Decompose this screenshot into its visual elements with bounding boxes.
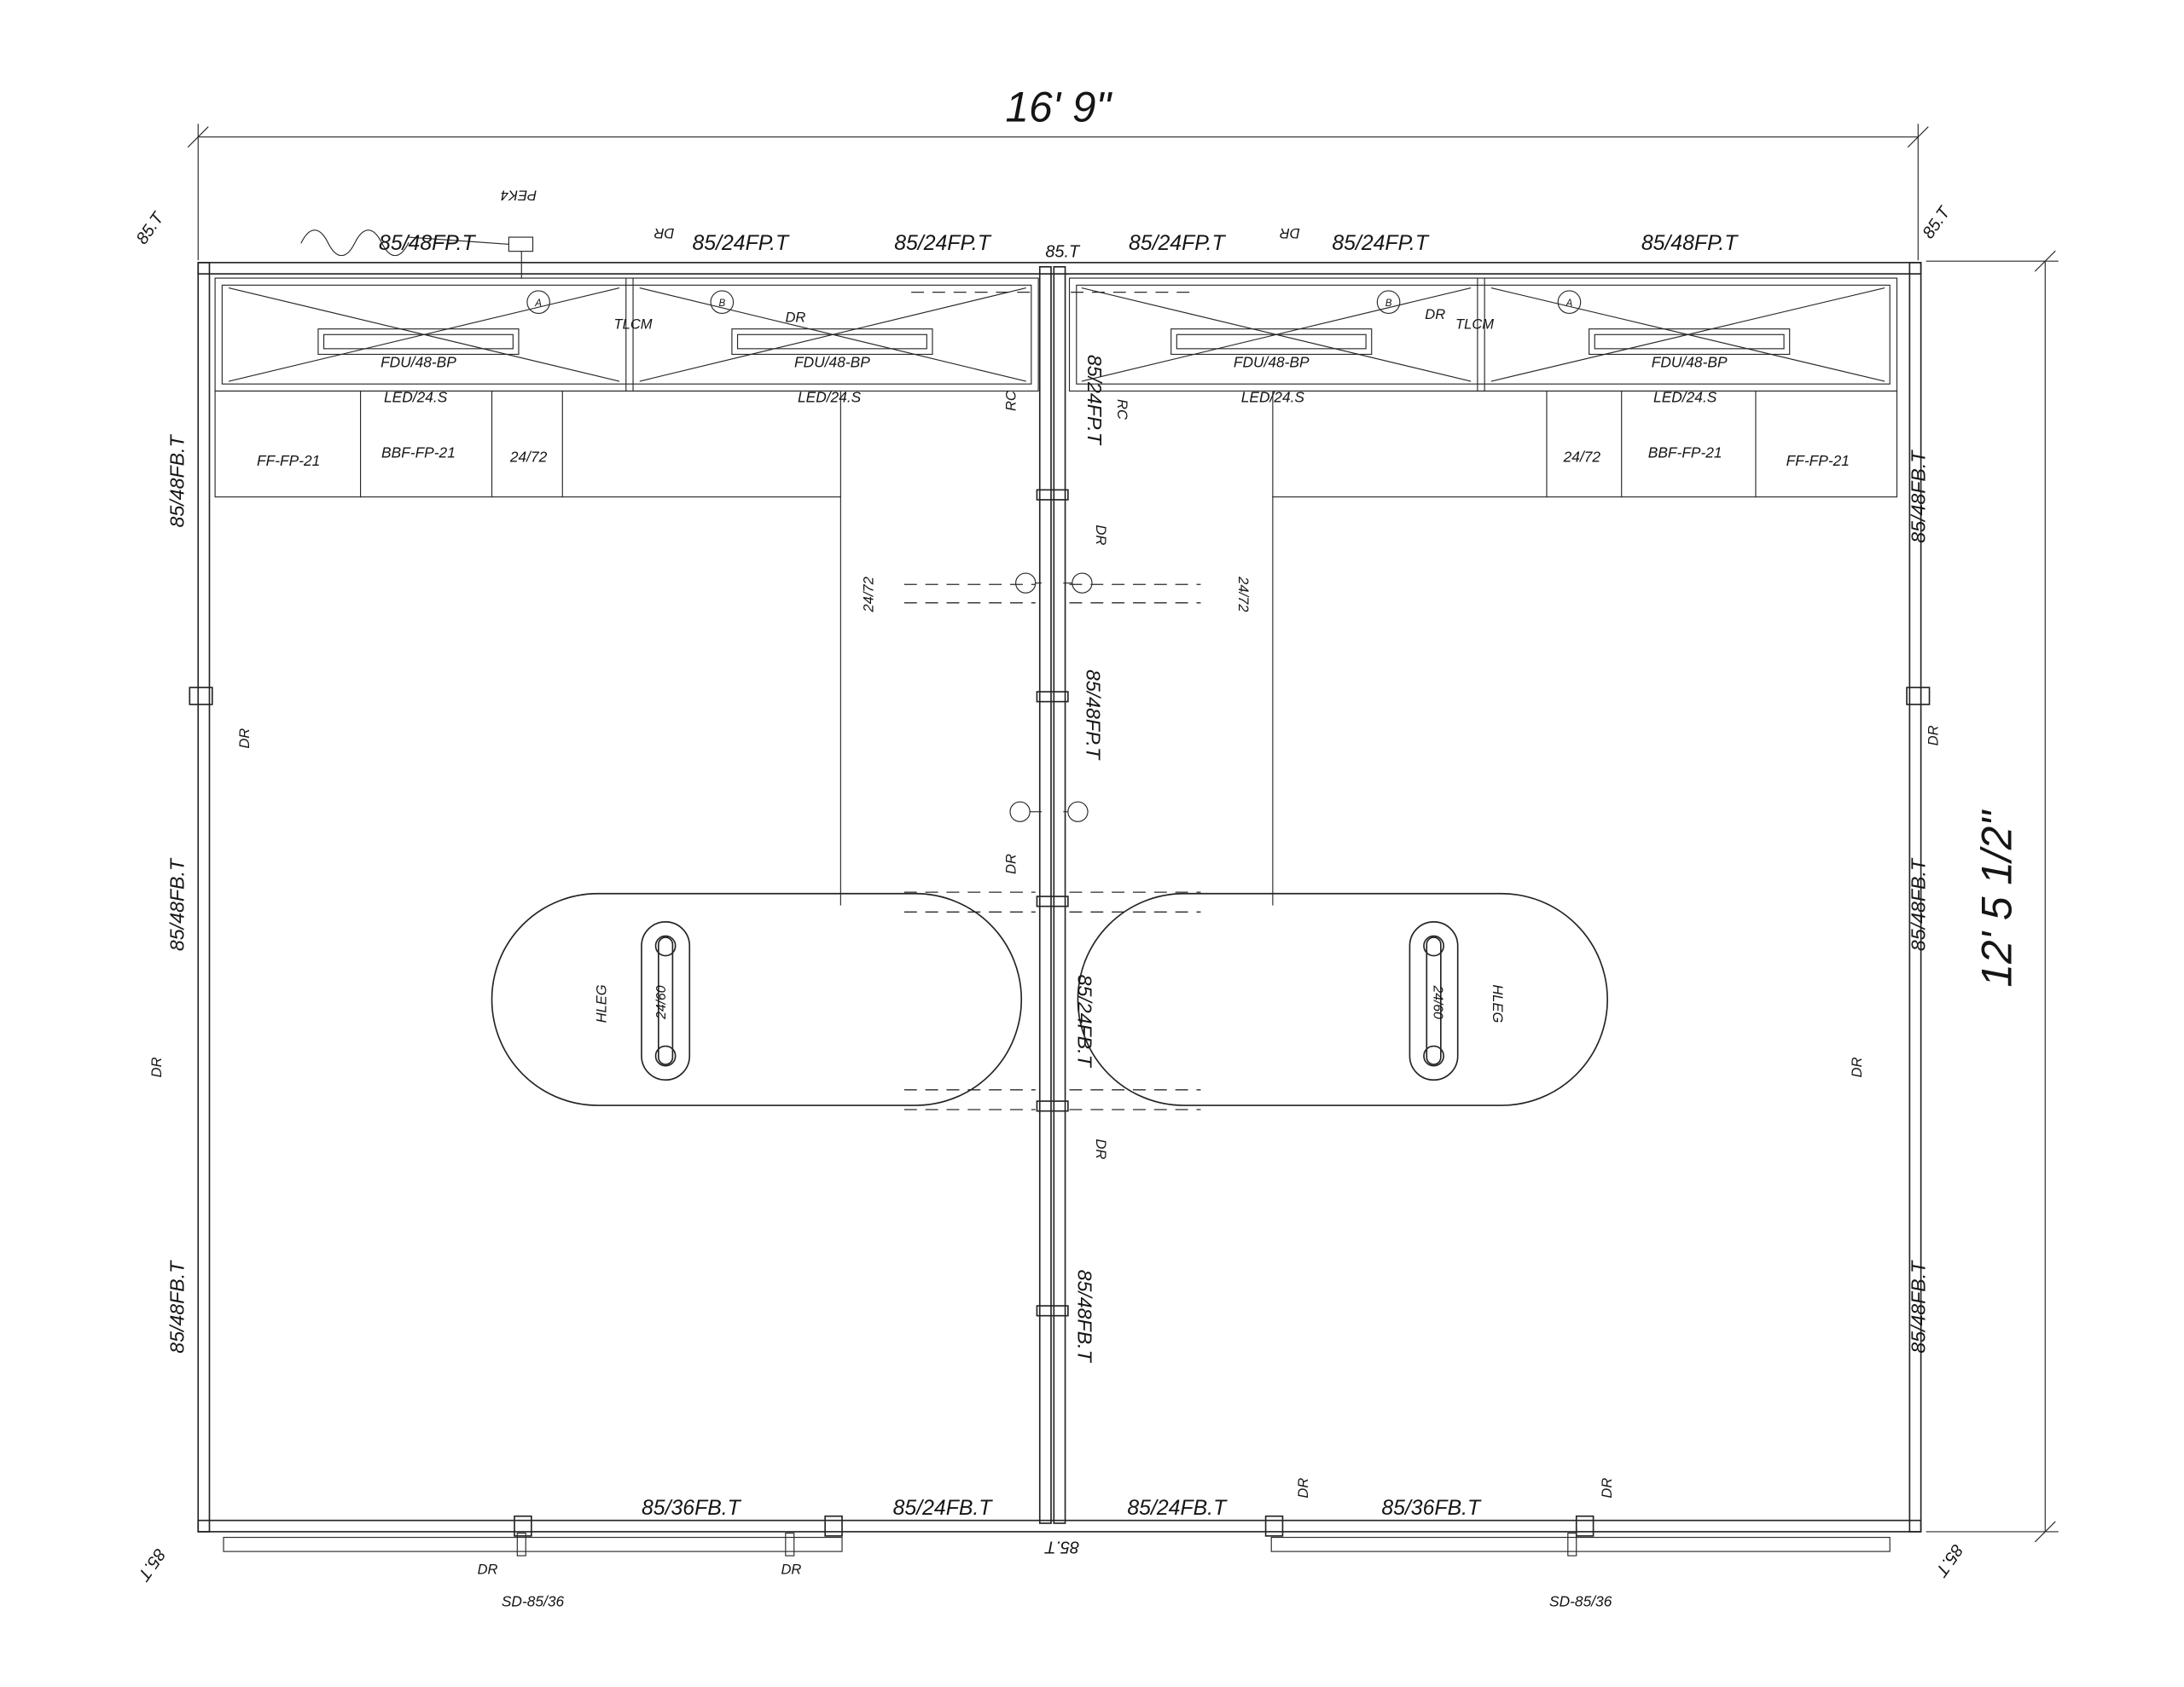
panel-tag: 85/48FB.T — [1908, 857, 1930, 951]
panel-tag: 85/48FP.T — [1641, 232, 1739, 255]
door-tag: DR — [1003, 854, 1019, 874]
dimension-top-line — [187, 124, 1929, 261]
plan-labels: 16' 9" 12' 5 1/2" 85/48FP.T 85/24FP.T 85… — [133, 83, 2021, 1609]
task-light-tag: LED/24.S — [1653, 389, 1717, 406]
panel-tag: 85/24FB.T — [1127, 1497, 1228, 1520]
door-tag: DR — [785, 309, 805, 325]
overhead-unit-tag: FDU/48-BP — [1652, 353, 1728, 370]
pedestal-tag: BBF-FP-21 — [381, 443, 456, 461]
corner-tag: 85.T — [133, 208, 169, 248]
panel-tag: 85/36FB.T — [1381, 1497, 1482, 1520]
callout-letter: A — [534, 299, 542, 309]
door-tag: DR — [1295, 1478, 1311, 1499]
callout-circles — [526, 290, 1582, 315]
overhead-unit-tag: FDU/48-BP — [1234, 353, 1310, 370]
panel-tag: 85/48FP.T — [379, 232, 476, 255]
tackboard-tag: TLCM — [614, 316, 653, 333]
door-tag: DR — [781, 1562, 801, 1578]
task-light-fixtures — [317, 328, 1791, 356]
meeting-table-right — [1077, 892, 1608, 1106]
worksurface-tag: 24/72 — [509, 448, 548, 465]
callout-letter: B — [1385, 299, 1392, 309]
dimension-top-label: 16' 9" — [1005, 83, 1112, 130]
dimension-right-label: 12' 5 1/2" — [1973, 809, 2021, 988]
table-surface-tag: 24/60 — [1431, 985, 1445, 1020]
power-data-outlets — [1009, 572, 1093, 822]
center-spine-wall — [1036, 266, 1069, 1524]
panel-tag: 85/48FB.T — [1073, 1270, 1095, 1364]
task-light-tag: LED/24.S — [1241, 389, 1305, 406]
meeting-table-left — [491, 892, 1023, 1106]
corner-tag: 85.T — [1919, 202, 1955, 242]
table-surface-tag: 24/60 — [654, 985, 669, 1020]
panel-tag: 85/36FB.T — [642, 1497, 742, 1520]
power-feed-cable — [300, 229, 534, 279]
pedestal-run-left — [214, 390, 841, 906]
task-light-tag: LED/24.S — [384, 389, 448, 406]
table-leg-tag: HLEG — [594, 984, 610, 1023]
tackboard-tag: TLCM — [1455, 316, 1494, 333]
overhead-unit-tag: FDU/48-BP — [380, 353, 456, 370]
raceway-tag: RC — [1114, 399, 1130, 420]
dimension-right-line — [1926, 250, 2059, 1543]
panel-tag: 85/24FP.T — [1332, 232, 1429, 255]
panel-tag: 85/48FB.T — [166, 434, 189, 528]
skirt-tag: SD-85/36 — [502, 1593, 565, 1610]
panel-tag: 85/24FB.T — [893, 1497, 994, 1520]
door-tag: DR — [148, 1057, 165, 1077]
skirt-right — [1270, 1533, 1891, 1557]
panel-tag: 85/48FB.T — [166, 1260, 189, 1354]
hidden-worksurface-lines — [903, 291, 1201, 1110]
panel-tag: 85/48FB.T — [1908, 449, 1930, 543]
panel-tag: 85/48FB.T — [166, 857, 189, 951]
panel-tag: 85/48FP.T — [1082, 670, 1104, 761]
panel-tag: 85/48FB.T — [1908, 1260, 1930, 1354]
callout-letter: A — [1565, 299, 1573, 309]
door-tag: DR — [1280, 225, 1300, 241]
panel-tag: 85.T — [1045, 242, 1081, 261]
door-tag: DR — [1925, 725, 1941, 745]
worksurface-tag: 24/72 — [860, 577, 876, 612]
door-tag: DR — [478, 1562, 498, 1578]
worksurface-tag: 24/72 — [1563, 448, 1601, 465]
panel-tag: 85/24FP.T — [1129, 232, 1226, 255]
door-tag: DR — [1849, 1057, 1865, 1077]
panel-tag: 85/24FP.T — [894, 232, 991, 255]
overhead-unit-tag: FDU/48-BP — [794, 353, 870, 370]
door-tag: DR — [1093, 1139, 1109, 1159]
panel-tag: 85/24FP.T — [693, 232, 790, 255]
door-tag: DR — [236, 728, 253, 749]
door-tag: DR — [1425, 306, 1445, 322]
callout-letter: B — [718, 299, 725, 309]
pedestal-tag: FF-FP-21 — [257, 452, 320, 469]
raceway-tag: RC — [1003, 390, 1019, 411]
panel-tag: 85/24FP.T — [1083, 355, 1106, 446]
task-light-tag: LED/24.S — [798, 389, 862, 406]
panel-tag: 85.T — [1044, 1538, 1080, 1557]
worksurface-tag: 24/72 — [1235, 576, 1252, 612]
skirt-left — [223, 1533, 843, 1557]
corner-tag: 85.T — [1931, 1541, 1966, 1581]
pedestal-tag: FF-FP-21 — [1786, 452, 1850, 469]
corner-tag: 85.T — [133, 1545, 169, 1586]
door-tag: DR — [1093, 525, 1109, 545]
skirt-tag: SD-85/36 — [1549, 1593, 1612, 1610]
pedestal-run-right — [1272, 390, 1898, 906]
door-tag: DR — [1599, 1478, 1615, 1499]
panel-tag: 85/24FB.T — [1073, 975, 1095, 1069]
power-entry-tag: PEK4 — [501, 187, 537, 203]
table-leg-tag: HLEG — [1490, 984, 1506, 1023]
perimeter-panel-walls — [189, 262, 1931, 1537]
door-tag: DR — [653, 225, 674, 241]
pedestal-tag: BBF-FP-21 — [1648, 443, 1722, 461]
